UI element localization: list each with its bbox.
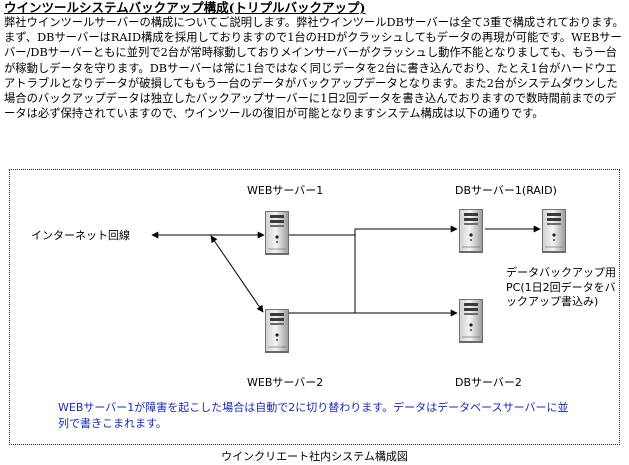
- connection-lines: [151, 225, 541, 317]
- web2-label: WEBサーバー2: [247, 376, 324, 389]
- backup-server-icon: [542, 208, 566, 254]
- intro-text: 弊社ウインツールサーバーの構成についてご説明します。弊社ウインツールDBサーバー…: [4, 15, 625, 121]
- db2-label: DBサーバー2: [455, 376, 522, 389]
- web1-label: WEBサーバー1: [247, 184, 324, 197]
- document-title: ウインツールシステムバックアップ構成(トリプルバックアップ): [4, 0, 366, 15]
- link-internet-web2: [210, 235, 264, 313]
- internet-label: インターネット回線: [31, 229, 130, 242]
- backup-pc-label: データバックアップ用PC(1日2回データをバックアップ書込み): [506, 266, 616, 308]
- web2-server-icon: [265, 308, 289, 354]
- failover-note: WEBサーバー1が障害を起こした場合は自動で2に切り替わります。データはデータベ…: [58, 401, 569, 430]
- diagram-caption: ウインクリエート社内システム構成図: [221, 450, 408, 463]
- db1-label: DBサーバー1(RAID): [455, 184, 557, 197]
- db1-server-icon: [459, 208, 483, 254]
- intro-paragraph-2: まず、DBサーバーはRAID構成を採用しておりますので1台のHDがクラッシュして…: [4, 31, 622, 121]
- db2-server-icon: [459, 298, 483, 344]
- web1-server-icon: [265, 210, 289, 256]
- intro-paragraph-1: 弊社ウインツールサーバーの構成についてご説明します。弊社ウインツールDBサーバー…: [4, 16, 624, 29]
- diagram-frame: [9, 169, 620, 445]
